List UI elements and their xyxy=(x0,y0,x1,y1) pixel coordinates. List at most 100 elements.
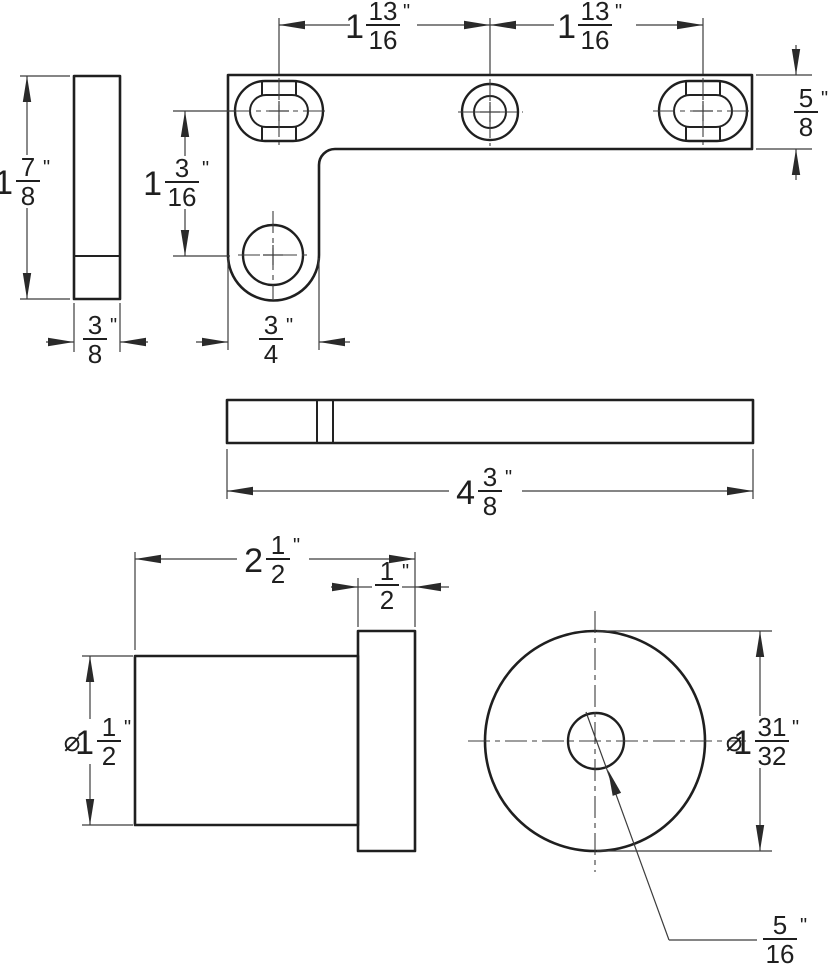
dim-unit: " xyxy=(792,717,799,739)
arrowhead-icon xyxy=(389,554,415,564)
arrowhead-icon xyxy=(608,770,622,796)
dim-flange-thickness: 1 2 " xyxy=(331,556,449,627)
dim-bar-length-label: 4 3 8 " xyxy=(456,462,512,521)
leader-line xyxy=(585,711,670,941)
dim-cylinder-diameter-label: ⌀ 1 1 2 " xyxy=(64,712,132,771)
dim-whole: 1 xyxy=(733,724,752,762)
arrowhead-icon xyxy=(85,799,95,825)
dim-whole: 1 xyxy=(345,8,364,46)
dim-denominator: 2 xyxy=(271,559,285,589)
arrowhead-icon xyxy=(464,20,490,30)
dim-numerator: 13 xyxy=(581,0,610,26)
dim-numerator: 5 xyxy=(799,83,813,113)
dim-denominator: 2 xyxy=(380,585,394,615)
dim-unit: " xyxy=(202,158,209,180)
arrowhead-icon xyxy=(135,554,161,564)
dim-denominator: 4 xyxy=(264,339,278,369)
l-bracket-view xyxy=(226,73,754,302)
diameter-symbol-icon: ⌀ xyxy=(64,726,81,757)
dim-leg-width-label: 3 4 " xyxy=(259,310,293,369)
dim-denominator: 16 xyxy=(766,939,795,969)
dim-cylinder-length: 2 1 2 " xyxy=(134,530,416,650)
dim-thickness: 3 8 " xyxy=(46,303,148,369)
dim-unit: " xyxy=(43,157,50,179)
side-view-plate xyxy=(72,74,122,301)
cylinder-body xyxy=(133,654,360,827)
dim-unit: " xyxy=(800,915,807,937)
dim-numerator: 5 xyxy=(773,910,787,940)
dim-numerator: 1 xyxy=(380,556,394,586)
dim-hole-offset-label: 1 3 16 " xyxy=(143,153,209,212)
dim-side-height-label: 1 7 8 " xyxy=(0,152,50,211)
dim-hole-callout-label: 5 16 " xyxy=(763,910,807,969)
arrowhead-icon xyxy=(490,20,516,30)
arrowhead-icon xyxy=(227,486,253,496)
arrowhead-icon xyxy=(22,273,32,299)
dim-unit: " xyxy=(505,467,512,489)
arrowhead-icon xyxy=(332,582,358,592)
slotted-hole-left xyxy=(229,78,330,145)
l-bracket-outline xyxy=(226,73,754,302)
dim-numerator: 3 xyxy=(264,310,278,340)
dim-hole-spacing-1-label: 1 13 16 " xyxy=(345,0,410,55)
dim-numerator: 3 xyxy=(483,462,497,492)
dim-hole-spacing-2: 1 13 16 " xyxy=(490,0,704,74)
dim-flange-thickness-label: 1 2 " xyxy=(375,556,409,615)
arrowhead-icon xyxy=(279,20,305,30)
arrowhead-icon xyxy=(415,582,441,592)
arrowhead-icon xyxy=(727,486,753,496)
dim-unit: " xyxy=(402,561,409,583)
dim-numerator: 13 xyxy=(369,0,398,26)
dim-numerator: 7 xyxy=(21,152,35,182)
dim-cylinder-length-label: 2 1 2 " xyxy=(244,530,300,589)
bar-outline xyxy=(225,398,755,445)
dim-unit: " xyxy=(615,1,622,23)
arrowhead-icon xyxy=(791,49,801,75)
arrowhead-icon xyxy=(755,825,765,851)
dim-hole-spacing-1: 1 13 16 " xyxy=(278,0,491,74)
arrowhead-icon xyxy=(319,337,345,347)
cylinder-flange xyxy=(356,629,417,853)
dim-denominator: 16 xyxy=(168,182,197,212)
dim-unit: " xyxy=(124,717,131,739)
dim-denominator: 16 xyxy=(581,25,610,55)
dim-numerator: 1 xyxy=(102,712,116,742)
dim-whole: 2 xyxy=(244,542,263,580)
dim-unit: " xyxy=(403,1,410,23)
dim-plate-edge: 5 8 " xyxy=(756,45,828,180)
dim-thickness-label: 3 8 " xyxy=(83,310,117,369)
flange-front-view xyxy=(468,611,746,872)
dim-side-height: 1 7 8 " xyxy=(0,75,70,300)
arrowhead-icon xyxy=(22,76,32,102)
dim-denominator: 8 xyxy=(21,181,35,211)
dim-denominator: 16 xyxy=(369,25,398,55)
arrowhead-icon xyxy=(48,337,74,347)
dim-bar-length: 4 3 8 " xyxy=(226,449,754,521)
dim-numerator: 3 xyxy=(88,310,102,340)
dim-denominator: 8 xyxy=(88,339,102,369)
dim-hole-offset: 1 3 16 " xyxy=(143,110,235,257)
dim-denominator: 32 xyxy=(758,741,787,771)
diameter-symbol-icon: ⌀ xyxy=(726,726,743,757)
arrowhead-icon xyxy=(85,656,95,682)
dim-whole: 1 xyxy=(75,724,94,762)
dim-numerator: 1 xyxy=(271,530,285,560)
dim-cylinder-diameter: ⌀ 1 1 2 " xyxy=(64,655,133,826)
center-hole xyxy=(458,79,523,146)
arrowhead-icon xyxy=(202,337,228,347)
dim-denominator: 8 xyxy=(483,491,497,521)
dim-numerator: 3 xyxy=(175,153,189,183)
arrowhead-icon xyxy=(677,20,703,30)
dim-denominator: 2 xyxy=(102,741,116,771)
dim-numerator: 31 xyxy=(758,712,787,742)
dim-whole: 1 xyxy=(0,164,13,202)
side-view xyxy=(72,74,122,301)
arrowhead-icon xyxy=(120,337,146,347)
dim-whole: 1 xyxy=(557,8,576,46)
dim-unit: " xyxy=(293,535,300,557)
dim-flange-diameter-label: ⌀ 1 31 32 " xyxy=(726,712,800,771)
dim-unit: " xyxy=(286,315,293,337)
dim-whole: 1 xyxy=(143,165,162,203)
